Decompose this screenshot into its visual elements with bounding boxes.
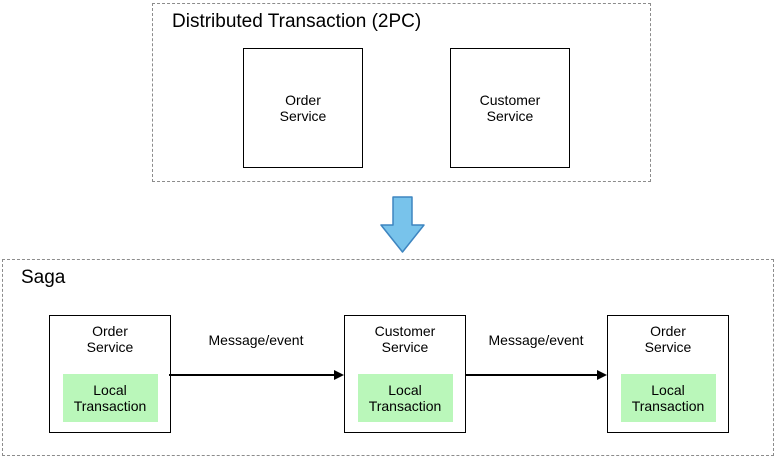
message-arrowhead-2	[597, 370, 607, 380]
message-arrow-line-1	[169, 374, 334, 376]
local-transaction-box: Local Transaction	[357, 374, 453, 423]
two-pc-group: Distributed Transaction (2PC) Order Serv…	[152, 3, 651, 182]
order-service-node-2pc: Order Service	[243, 48, 363, 168]
message-arrowhead-1	[334, 370, 344, 380]
customer-service-node-2pc: Customer Service	[450, 48, 570, 168]
local-transaction-label: Local Transaction	[368, 382, 442, 415]
message-event-label-2: Message/event	[488, 332, 584, 348]
down-arrow-icon	[380, 196, 425, 253]
node-label: Order Service	[86, 323, 134, 356]
node-label: Order Service	[644, 323, 692, 356]
message-event-label-1: Message/event	[208, 332, 304, 348]
local-transaction-box: Local Transaction	[620, 374, 716, 423]
local-transaction-label: Local Transaction	[631, 382, 705, 415]
saga-group: Saga Order Service Local Transaction Mes…	[2, 259, 774, 456]
message-arrow-line-2	[466, 374, 597, 376]
saga-order-service-node-1: Order Service Local Transaction	[49, 315, 171, 433]
saga-order-service-node-2: Order Service Local Transaction	[607, 315, 729, 433]
saga-group-title: Saga	[21, 267, 66, 288]
local-transaction-box: Local Transaction	[62, 374, 158, 423]
two-pc-group-title: Distributed Transaction (2PC)	[172, 11, 422, 32]
node-label: Customer Service	[374, 323, 436, 356]
node-label: Order Service	[279, 91, 327, 124]
saga-customer-service-node: Customer Service Local Transaction	[344, 315, 466, 433]
node-label: Customer Service	[479, 91, 541, 124]
local-transaction-label: Local Transaction	[73, 382, 147, 415]
